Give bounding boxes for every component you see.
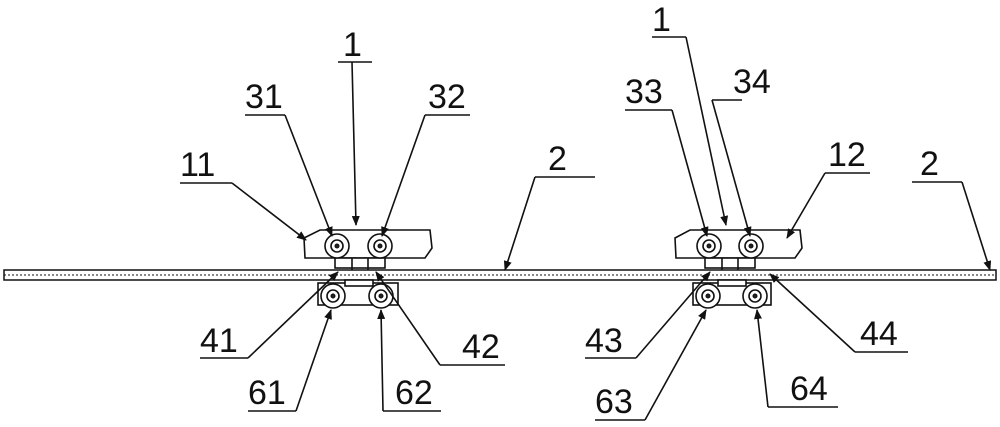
label-61: 61 xyxy=(248,374,286,412)
roller-34 xyxy=(739,234,763,258)
label-2-middle: 2 xyxy=(548,140,567,178)
label-44: 44 xyxy=(860,315,898,353)
label-32: 32 xyxy=(428,78,466,116)
roller-31 xyxy=(325,234,349,258)
label-43: 43 xyxy=(585,322,623,360)
label-11: 11 xyxy=(180,146,215,184)
roller-63 xyxy=(696,284,720,308)
roller-62 xyxy=(369,284,393,308)
reference-labels: 1 31 32 11 2 1 33 34 12 2 41 61 62 42 43… xyxy=(180,1,939,421)
label-1-left: 1 xyxy=(343,26,362,64)
roller-64 xyxy=(743,284,767,308)
rail xyxy=(4,270,996,280)
carriage-right-body xyxy=(675,230,802,270)
roller-33 xyxy=(697,234,721,258)
label-33: 33 xyxy=(625,73,663,111)
label-31: 31 xyxy=(245,78,283,116)
label-12: 12 xyxy=(828,136,866,174)
label-42: 42 xyxy=(462,328,500,366)
roller-32 xyxy=(368,234,392,258)
leader-lines xyxy=(180,37,990,420)
label-64: 64 xyxy=(790,370,828,408)
label-34: 34 xyxy=(733,63,771,101)
label-1-right: 1 xyxy=(652,1,671,39)
label-63: 63 xyxy=(595,383,633,421)
roller-61 xyxy=(321,284,345,308)
label-41: 41 xyxy=(200,322,238,360)
label-62: 62 xyxy=(395,374,433,412)
label-2-right: 2 xyxy=(920,145,939,183)
